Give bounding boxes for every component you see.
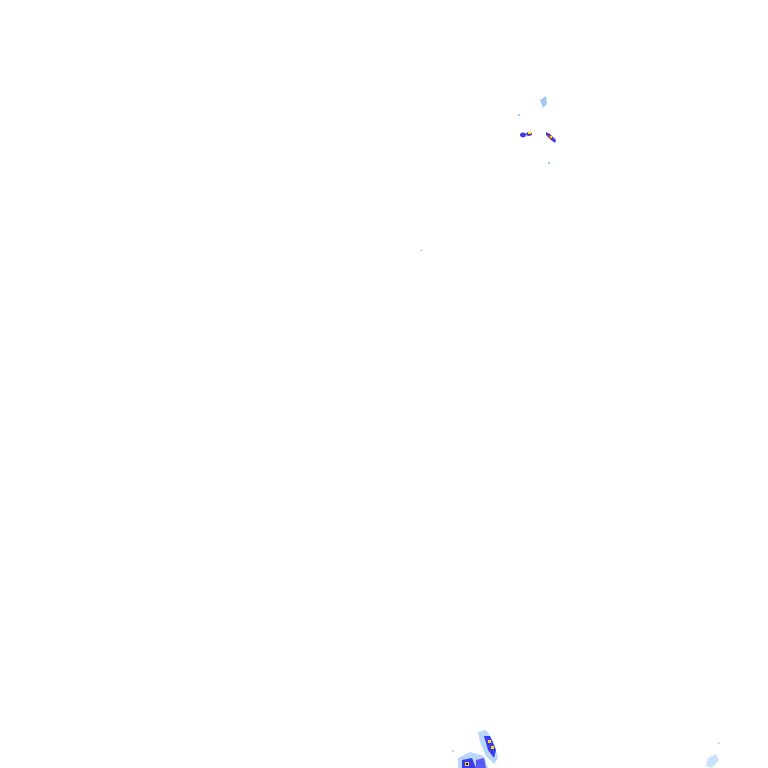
echo-moderate: [520, 132, 526, 138]
echo-intense: [550, 136, 552, 138]
echo-intense: [528, 132, 531, 134]
echo-light: [718, 742, 720, 744]
echo-light: [548, 162, 550, 164]
echo-light: [421, 250, 422, 251]
echo-moderate: [484, 736, 496, 758]
echo-light: [706, 754, 719, 768]
echo-heavy: [466, 763, 468, 765]
echo-cluster-south: [452, 730, 498, 768]
echo-severe: [530, 134, 532, 135]
echo-light: [518, 114, 520, 116]
echo-intense: [491, 746, 494, 749]
echo-intense: [488, 740, 491, 743]
echo-moderate: [476, 758, 486, 768]
echo-light: [540, 96, 547, 108]
echo-cluster-north: [421, 96, 556, 251]
echo-cluster-southeast: [706, 742, 720, 768]
echo-light: [452, 750, 454, 752]
